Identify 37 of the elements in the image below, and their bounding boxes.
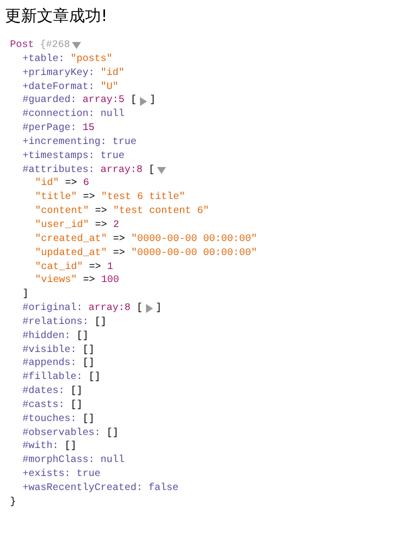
code-line: +incrementing: true [22,136,137,150]
code-line: "created_at" => "0000-00-00 00:00:00" [35,232,258,247]
code-line: #fillable: [] [22,371,101,386]
heading: 更新文章成功! [5,6,108,27]
code-line: #original: array:8 [ [22,302,143,316]
code-line: ] [22,288,29,302]
code-line: "cat_id" => 1 [35,260,114,274]
closing-bracket: ] [150,94,156,108]
code-line: "views" => 100 [35,274,120,288]
code-line: #guarded: array:5 [ [22,94,137,108]
code-line: } [10,496,16,510]
code-line: +dateFormat: "U" [22,80,119,94]
code-line: +wasRecentlyCreated: false [22,482,179,496]
code-line: #touches: [] [22,412,95,427]
code-line: "user_id" => 2 [35,218,120,233]
code-line: +primaryKey: "id" [22,66,125,81]
code-line: #appends: [] [22,357,95,372]
code-line: #attributes: array:8 [ [22,164,155,178]
code-line: "updated_at" => "0000-00-00 00:00:00" [35,246,258,260]
closing-bracket: ] [156,302,162,316]
code-line: #casts: [] [22,398,83,413]
code-line: +timestamps: true [22,150,125,164]
code-line: "id" => 6 [35,177,90,192]
code-line: +exists: true [22,468,101,482]
code-line: #observables: [] [22,426,119,440]
code-line: #hidden: [] [22,330,89,344]
code-line: #relations: [] [22,316,107,330]
code-line: #perPage: 15 [22,122,95,136]
code-line: Post {#268 [10,39,70,53]
code-line: #morphClass: null [22,454,125,468]
code-line: #with: [] [22,440,77,454]
code-line: #connection: null [22,108,125,122]
code-line: "title" => "test 6 title" [35,191,186,206]
code-line: +table: "posts" [22,52,113,67]
code-line: #dates: [] [22,385,83,399]
code-line: #visible: [] [22,344,95,358]
code-line: "content" => "test content 6" [35,205,210,219]
